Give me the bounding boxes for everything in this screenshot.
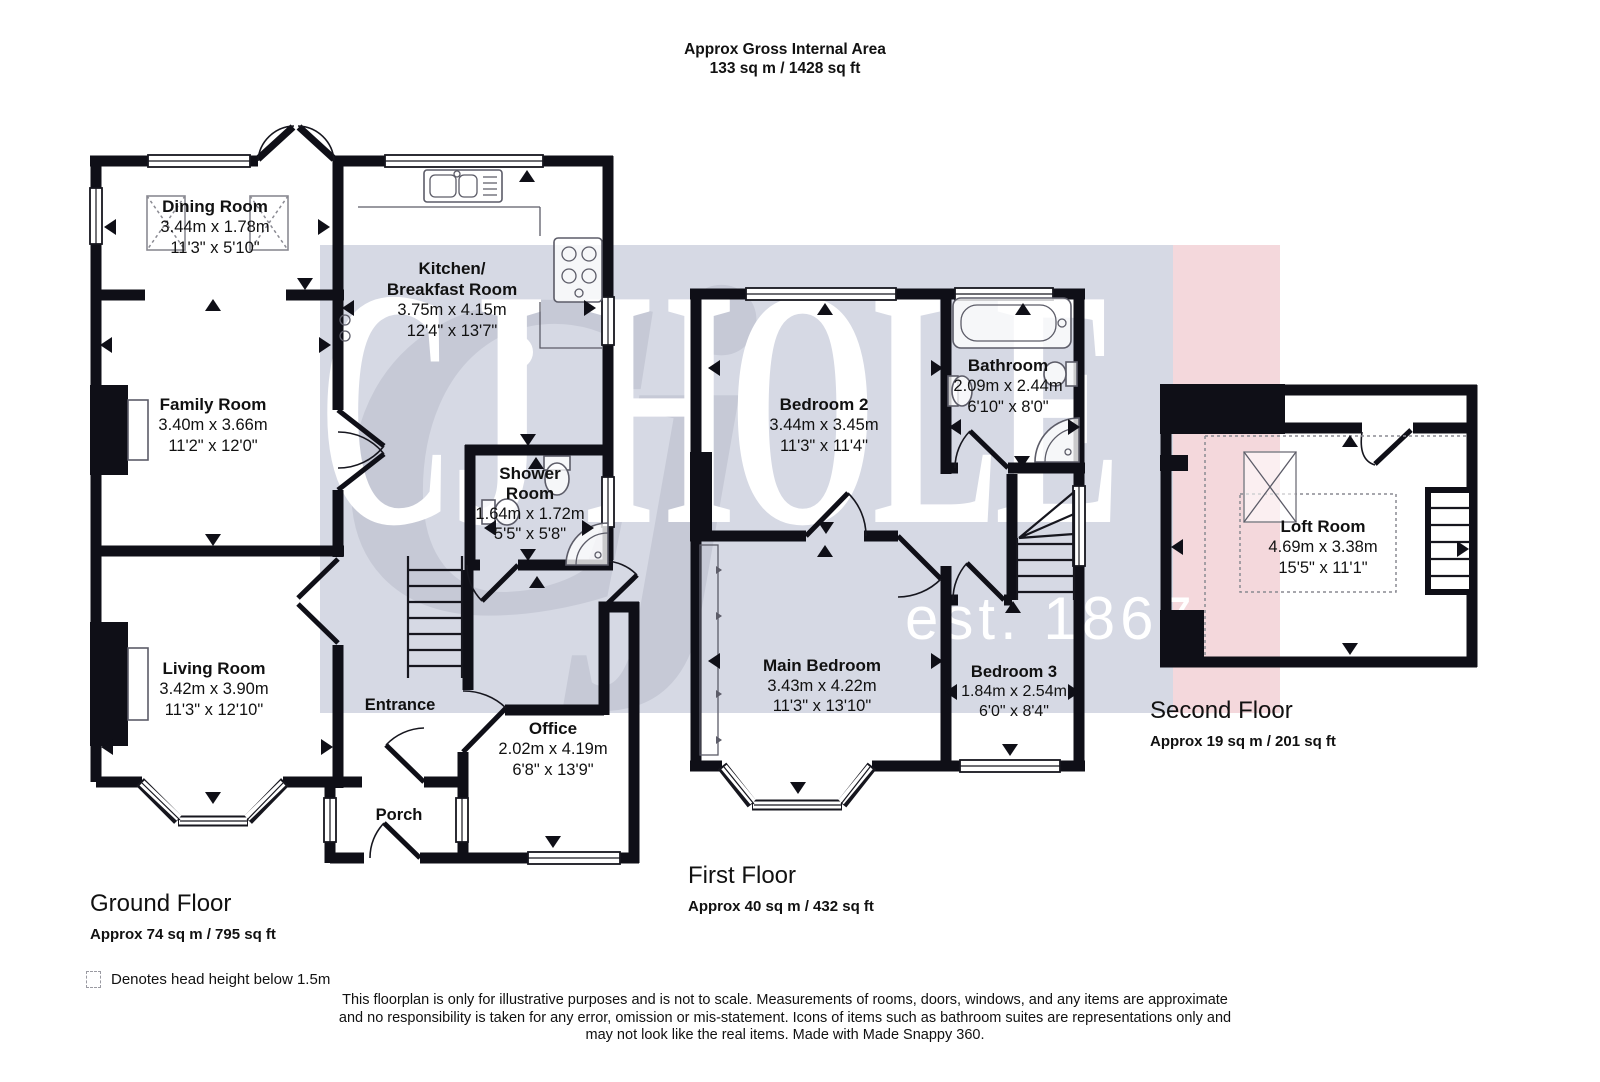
- bathroom-door: [954, 429, 1010, 470]
- floor-title-second: Second Floor Approx 19 sq m / 201 sq ft: [1150, 697, 1336, 750]
- shower-sink-icon: [543, 455, 571, 496]
- bedroom2-door: [804, 491, 867, 538]
- room-label-living: Living Room 3.42m x 3.90m 11'3" x 12'10": [159, 659, 269, 719]
- head-height-legend-icon: [86, 971, 101, 988]
- loft-skylight-box: [1243, 451, 1297, 523]
- room-label-dining: Dining Room 3.44m x 1.78m 11'3" x 5'10": [160, 197, 270, 257]
- floor-title-ground: Ground Floor Approx 74 sq m / 795 sq ft: [90, 890, 276, 943]
- hob-icon: [553, 237, 603, 303]
- bathroom-sink-icon: [947, 375, 973, 407]
- second-floor-plan: [1160, 384, 1478, 668]
- room-label-porch: Porch: [375, 806, 423, 824]
- first-floor-plan: [690, 287, 1086, 811]
- disclaimer: This floorplan is only for illustrative …: [338, 992, 1232, 1043]
- loft-staircase: [1425, 487, 1475, 595]
- bathroom-toilet-icon: [1043, 361, 1078, 387]
- ground-floor-plan: [89, 124, 640, 865]
- main-bedroom-wardrobe: [699, 544, 722, 756]
- room-label-family: Family Room 3.40m x 3.66m 11'2" x 12'0": [158, 395, 268, 455]
- main-bedroom-bay-window: [717, 762, 877, 811]
- windows-ground: [89, 154, 621, 865]
- shower-toilet-icon: [481, 498, 520, 526]
- kitchen-double-doors: [336, 408, 386, 492]
- front-door: [384, 727, 426, 784]
- porch-outer-door: [369, 821, 422, 860]
- ground-staircase: [406, 556, 464, 678]
- floor-title-first: First Floor Approx 40 sq m / 432 sq ft: [688, 862, 874, 915]
- bed2-chimney: [690, 452, 712, 532]
- arrows-ground: [100, 170, 596, 848]
- head-height-boundary: [1204, 435, 1468, 655]
- room-label-bedroom2: Bedroom 2 3.44m x 3.45m 11'3" x 11'4": [769, 395, 879, 455]
- dining-window-boxes: [146, 195, 289, 251]
- arrows-second: [1171, 435, 1469, 655]
- bath-icon: [952, 297, 1072, 349]
- bedroom3-door: [952, 561, 1006, 602]
- living-fireplace: [90, 622, 128, 746]
- room-label-kitchen: Kitchen/ Breakfast Room 3.75m x 4.15m 12…: [386, 259, 518, 340]
- legend-text: Denotes head height below 1.5m: [111, 971, 331, 988]
- family-fireplace: [90, 385, 128, 475]
- legend: Denotes head height below 1.5m: [86, 971, 330, 988]
- room-label-entrance: Entrance: [364, 696, 436, 714]
- room-label-main-bedroom: Main Bedroom 3.43m x 4.22m 11'3" x 13'10…: [762, 656, 882, 715]
- main-bedroom-door: [896, 534, 943, 598]
- first-floor-staircase: [1015, 490, 1076, 600]
- kitchen-counter: [339, 206, 602, 349]
- room-label-loft: Loft Room 4.69m x 3.38m 15'5" x 11'1": [1268, 517, 1378, 577]
- dining-french-doors: [255, 124, 337, 162]
- arrows-first: [708, 303, 1080, 794]
- room-label-bathroom: Bathroom 2.09m x 2.44m 6'10" x 8'0": [953, 356, 1063, 416]
- shower-room-door: [466, 563, 520, 603]
- living-double-doors: [296, 557, 340, 645]
- office-door: [461, 690, 508, 754]
- kitchen-sink-icon: [423, 169, 503, 203]
- room-label-shower: Shower Room 1.64m x 1.72m 5'5" x 5'8": [475, 464, 585, 543]
- room-label-bedroom3: Bedroom 3 1.84m x 2.54m 6'0" x 8'4": [961, 663, 1067, 720]
- page-title: Approx Gross Internal Area 133 sq m / 14…: [185, 40, 1385, 78]
- gross-area-value: 133 sq m / 1428 sq ft: [709, 60, 861, 77]
- room-label-office: Office 2.02m x 4.19m 6'8" x 13'9": [498, 719, 608, 779]
- living-bay-window: [136, 778, 289, 827]
- gross-area-title: Approx Gross Internal Area: [684, 41, 886, 58]
